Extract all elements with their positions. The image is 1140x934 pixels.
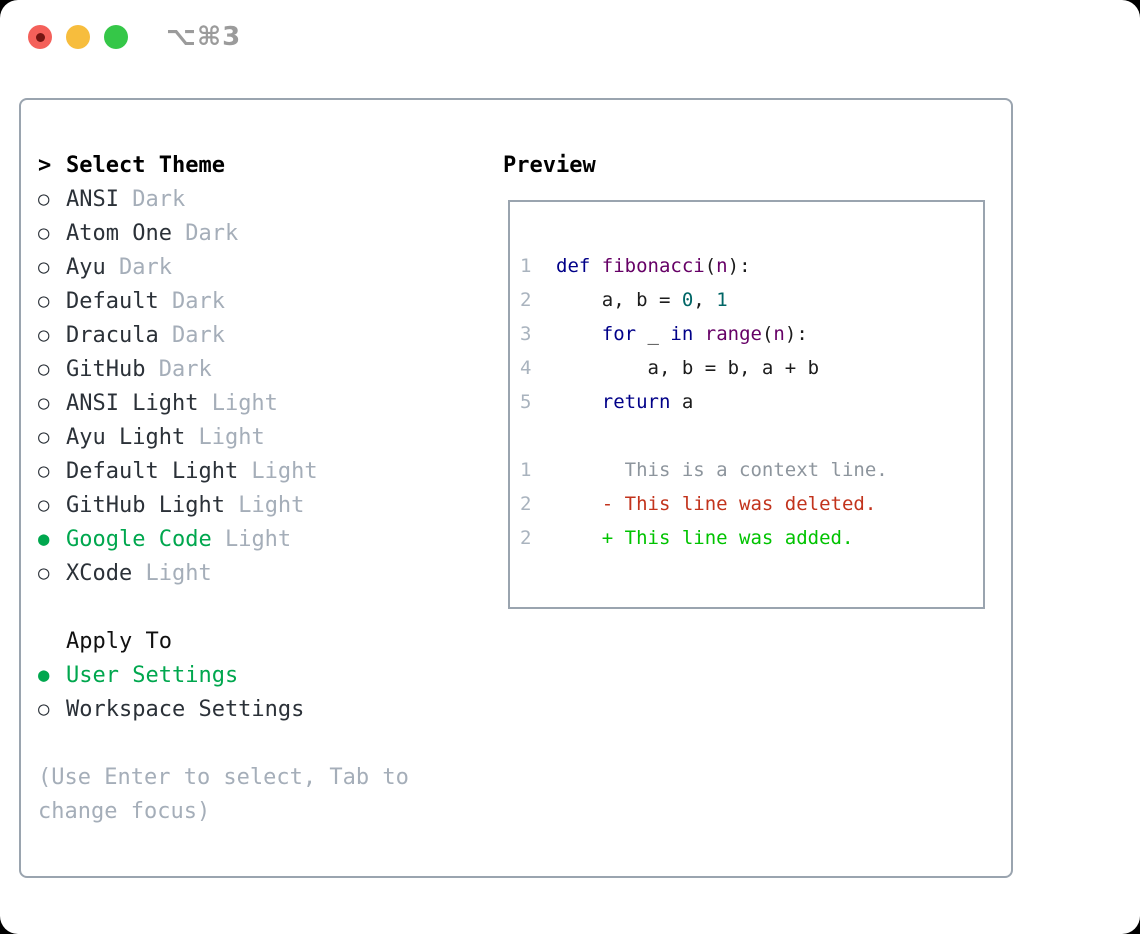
code-line-5: 5 return a (520, 385, 983, 419)
theme-option-ansi-light[interactable]: ○ ANSI Light Light (38, 386, 409, 420)
theme-option-xcode[interactable]: ○ XCode Light (38, 556, 409, 590)
option-label: XCode Light (66, 560, 212, 586)
line-number: 1 (520, 255, 532, 277)
radio-unselected-icon: ○ (38, 188, 50, 210)
preview-header: Preview (503, 152, 596, 178)
close-active-dot (35, 32, 45, 42)
theme-selector: > Select Theme ○ANSI Dark○Atom One Dark○… (38, 148, 409, 828)
select-theme-header: Select Theme (66, 152, 225, 178)
radio-unselected-icon: ○ (38, 256, 50, 278)
zoom-button[interactable] (104, 25, 128, 49)
diff-line-deleted: 2 - This line was deleted. (520, 487, 983, 521)
diff-preview: 1 This is a context line.2 - This line w… (520, 453, 983, 555)
close-button[interactable] (28, 25, 52, 49)
option-label: User Settings (66, 662, 239, 688)
radio-unselected-icon: ○ (38, 562, 50, 584)
line-number: 2 (520, 289, 532, 311)
minimize-button[interactable] (66, 25, 90, 49)
option-label: ANSI Dark (66, 186, 186, 212)
code-line-1: 1 def fibonacci(n): (520, 249, 983, 283)
help-hint: (Use Enter to select, Tab to change focu… (38, 760, 409, 828)
spacer (38, 726, 409, 760)
code-text: for _ in range(n): (601, 323, 808, 345)
radio-unselected-icon: ○ (38, 494, 50, 516)
diff-text: - This line was deleted. (556, 493, 877, 515)
theme-option-atom-one[interactable]: ○ Atom One Dark (38, 216, 409, 250)
code-text: return a (601, 391, 694, 413)
select-theme-header-row: > Select Theme (38, 148, 409, 182)
theme-option-github-light[interactable]: ○ GitHub Light Light (38, 488, 409, 522)
theme-option-google-code[interactable]: ● Google Code Light (38, 522, 409, 556)
line-number: 5 (520, 391, 532, 413)
diff-line-context: 1 This is a context line. (520, 453, 983, 487)
theme-option-default-light[interactable]: ○ Default Light Light (38, 454, 409, 488)
radio-unselected-icon: ○ (38, 358, 50, 380)
hint-line-1: (Use Enter to select, Tab to (38, 764, 409, 790)
hint-line-2: change focus) (38, 798, 211, 824)
radio-unselected-icon: ○ (38, 698, 50, 720)
theme-option-ansi[interactable]: ○ ANSI Dark (38, 182, 409, 216)
apply-to-header-row: Apply To (38, 624, 409, 658)
theme-option-dracula[interactable]: ○ Dracula Dark (38, 318, 409, 352)
radio-unselected-icon: ○ (38, 222, 50, 244)
radio-unselected-icon: ○ (38, 324, 50, 346)
theme-option-github[interactable]: ○ GitHub Dark (38, 352, 409, 386)
spacer (38, 590, 409, 624)
option-label: GitHub Light Light (66, 492, 305, 518)
diff-text: + This line was added. (556, 527, 854, 549)
option-label: Ayu Light Light (66, 424, 265, 450)
option-label: Ayu Dark (66, 254, 172, 280)
option-label: Dracula Dark (66, 322, 225, 348)
code-text: a, b = 0, 1 (556, 289, 728, 311)
diff-line-added: 2 + This line was added. (520, 521, 983, 555)
line-number: 2 (520, 493, 532, 515)
line-number: 1 (520, 459, 532, 481)
radio-selected-icon: ● (38, 664, 50, 686)
theme-list: ○ ANSI Dark ○ Atom One Dark ○ Ayu Dark ○ Defaul… (38, 182, 409, 590)
line-number: 3 (520, 323, 532, 345)
radio-unselected-icon: ○ (38, 426, 50, 448)
theme-option-ayu-light[interactable]: ○ Ayu Light Light (38, 420, 409, 454)
code-text: def fibonacci(n): (556, 255, 751, 277)
apply-to-header: Apply To (66, 628, 172, 654)
code-text: a, b = b, a + b (556, 357, 820, 379)
theme-option-ayu[interactable]: ○ Ayu Dark (38, 250, 409, 284)
spacer (520, 419, 983, 453)
option-label: Atom One Dark (66, 220, 239, 246)
option-label: GitHub Dark (66, 356, 212, 382)
radio-unselected-icon: ○ (38, 290, 50, 312)
theme-option-default[interactable]: ○ Default Dark (38, 284, 409, 318)
radio-unselected-icon: ○ (38, 460, 50, 482)
option-label: Default Dark (66, 288, 225, 314)
diff-text: This is a context line. (556, 459, 888, 481)
option-label: Google Code Light (66, 526, 292, 552)
window-title: ⌥⌘3 (166, 22, 242, 52)
apply-option-workspace-settings[interactable]: ○ Workspace Settings (38, 692, 409, 726)
option-label: Default Light Light (66, 458, 318, 484)
code-line-4: 4 a, b = b, a + b (520, 351, 983, 385)
code-line-3: 3 for _ in range(n): (520, 317, 983, 351)
apply-to-list: ● User Settings ○ Workspace Settings (38, 658, 409, 726)
main-panel: > Select Theme ○ANSI Dark○Atom One Dark○… (19, 98, 1013, 878)
line-number: 4 (520, 357, 532, 379)
apply-option-user-settings[interactable]: ● User Settings (38, 658, 409, 692)
radio-selected-icon: ● (38, 528, 50, 550)
option-label: Workspace Settings (66, 696, 305, 722)
selection-prompt-icon: > (38, 152, 52, 178)
radio-unselected-icon: ○ (38, 392, 50, 414)
code-line-2: 2 a, b = 0, 1 (520, 283, 983, 317)
option-label: ANSI Light Light (66, 390, 278, 416)
line-number: 2 (520, 527, 532, 549)
